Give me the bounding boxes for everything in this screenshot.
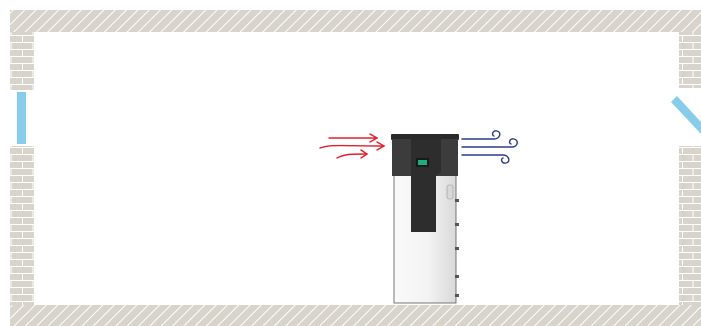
left-wall-lower bbox=[10, 146, 34, 305]
pipe-connection bbox=[455, 223, 459, 226]
right-wall-lower bbox=[679, 146, 701, 305]
floor bbox=[10, 305, 701, 326]
cool-air-exhaust-icon bbox=[461, 130, 518, 164]
pipe-connection bbox=[455, 294, 459, 297]
warm-air-intake-icon bbox=[319, 133, 386, 159]
side-handle bbox=[446, 184, 454, 200]
open-window-icon bbox=[671, 96, 701, 134]
window-icon bbox=[17, 92, 26, 144]
right-wall-upper bbox=[679, 32, 701, 88]
left-wall-upper bbox=[10, 32, 34, 90]
pipe-connection bbox=[455, 275, 459, 278]
pipe-connection bbox=[455, 247, 459, 250]
heat-pump-water-heater-icon bbox=[391, 134, 459, 304]
fan-unit-cap bbox=[391, 134, 459, 140]
pipe-connection bbox=[455, 199, 459, 202]
ceiling bbox=[10, 10, 701, 32]
display-screen bbox=[418, 160, 427, 165]
